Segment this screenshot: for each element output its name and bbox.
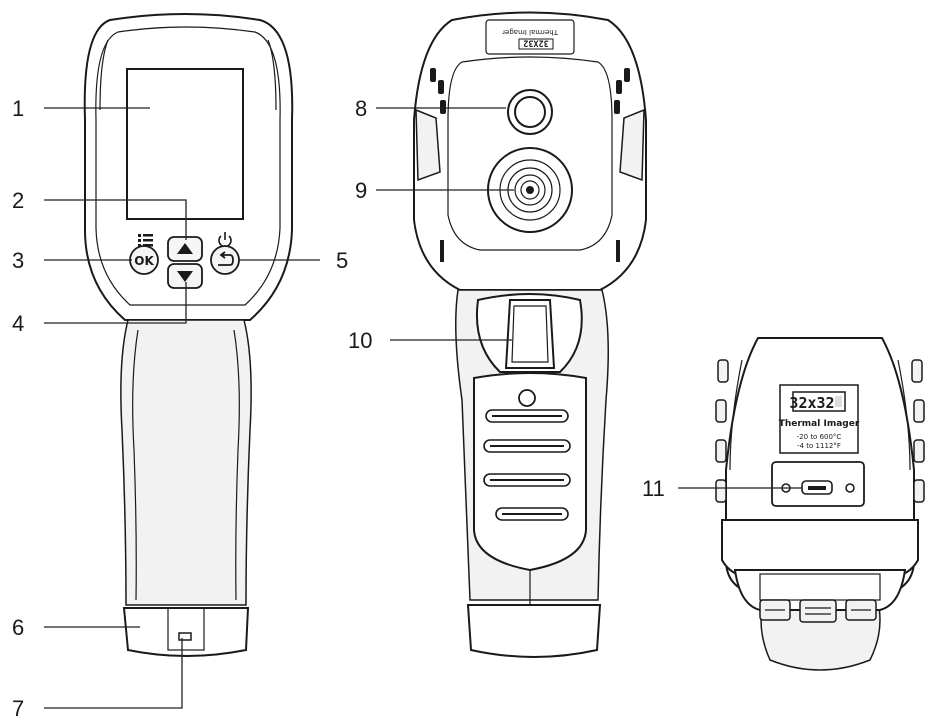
- callout-8: 8: [355, 96, 367, 121]
- bottom-view: 32x32 Thermal Imager -20 to 600°C -4 to …: [715, 337, 925, 671]
- down-button[interactable]: [167, 263, 203, 289]
- side-vents-right: [614, 68, 645, 182]
- callout-3: 3: [12, 248, 24, 273]
- display-screen: [126, 68, 244, 220]
- menu-list-icon: [138, 234, 153, 247]
- camera-lens: [507, 89, 553, 135]
- callout-7: 7: [12, 696, 24, 721]
- up-arrow-icon: [177, 243, 193, 254]
- callout-4: 4: [12, 311, 24, 336]
- spec-label: 32x32 Thermal Imager -20 to 600°C -4 to …: [779, 384, 860, 454]
- ok-button[interactable]: OK: [129, 245, 159, 275]
- down-arrow-icon: [177, 271, 193, 282]
- side-vents-left: [415, 68, 446, 182]
- callout-9: 9: [355, 178, 367, 203]
- callout-2: 2: [12, 188, 24, 213]
- top-label: 32X32 Thermal Imager: [502, 28, 559, 50]
- back-power-button[interactable]: [210, 245, 240, 275]
- ok-button-label: OK: [134, 254, 154, 268]
- usb-port-panel: [771, 461, 865, 507]
- callout-6: 6: [12, 615, 24, 640]
- grip-insert: [473, 372, 587, 572]
- front-view: OK: [83, 13, 294, 657]
- spec-range-fahrenheit: -4 to 1112°F: [797, 442, 841, 450]
- back-view: 32X32 Thermal Imager: [413, 11, 647, 658]
- spec-product-name: Thermal Imager: [779, 419, 860, 429]
- callout-1: 1: [12, 96, 24, 121]
- top-label-resolution: 32X32: [523, 38, 549, 48]
- callout-11: 11: [642, 476, 665, 501]
- trigger[interactable]: [475, 293, 583, 373]
- callout-5: 5: [336, 248, 348, 273]
- callout-numbers: 1 2 3 4 5 6 7 8 9 10 11: [12, 96, 665, 721]
- bottom-grip: [759, 599, 877, 623]
- spec-range-celsius: -20 to 600°C: [797, 433, 842, 441]
- up-button[interactable]: [167, 236, 203, 262]
- spec-resolution: 32x32: [789, 394, 834, 412]
- callout-10: 10: [348, 328, 372, 353]
- side-bumps: [715, 359, 925, 503]
- return-arrow-icon: [218, 251, 234, 266]
- usb-port-front: [178, 632, 192, 641]
- callout-lines: [44, 107, 802, 709]
- top-label-name: Thermal Imager: [502, 28, 559, 36]
